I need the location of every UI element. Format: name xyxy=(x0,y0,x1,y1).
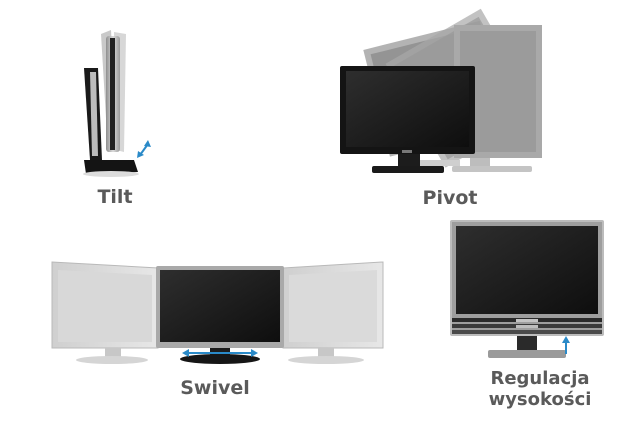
tilt-arrow-icon xyxy=(137,140,151,158)
tilt-stand-highlight xyxy=(90,72,98,156)
height-adjust-label-line1: Regulacja xyxy=(490,368,590,389)
tilt-base-shadow xyxy=(83,171,139,177)
height-monitor-logo-plate xyxy=(516,319,538,322)
height-stand-base xyxy=(488,350,566,358)
pivot-stand-column xyxy=(398,154,420,166)
swivel-label: Swivel xyxy=(180,377,250,399)
pivot-stand-base xyxy=(372,166,444,173)
pivot-label: Pivot xyxy=(422,187,478,209)
height-stand-column xyxy=(517,336,537,350)
tilt-label: Tilt xyxy=(97,186,133,208)
swivel-stand-base xyxy=(180,354,260,364)
swivel-arrow-icon xyxy=(182,349,258,357)
height-adjust-label: Regulacja wysokości xyxy=(455,368,625,410)
height-monitor-screen xyxy=(456,226,598,314)
pivot-main-screen xyxy=(346,71,469,147)
swivel-center-screen xyxy=(160,270,280,342)
height-monitor-illustration xyxy=(450,220,604,358)
tilt-monitor-illustration xyxy=(83,30,139,177)
pivot-monitor-illustration xyxy=(340,8,542,173)
swivel-monitor-illustration xyxy=(51,261,384,364)
tilt-stand-base xyxy=(84,160,138,174)
tilt-screen-edge xyxy=(110,38,115,150)
height-arrow-icon xyxy=(562,336,570,354)
height-adjust-label-line2: wysokości xyxy=(488,389,592,410)
